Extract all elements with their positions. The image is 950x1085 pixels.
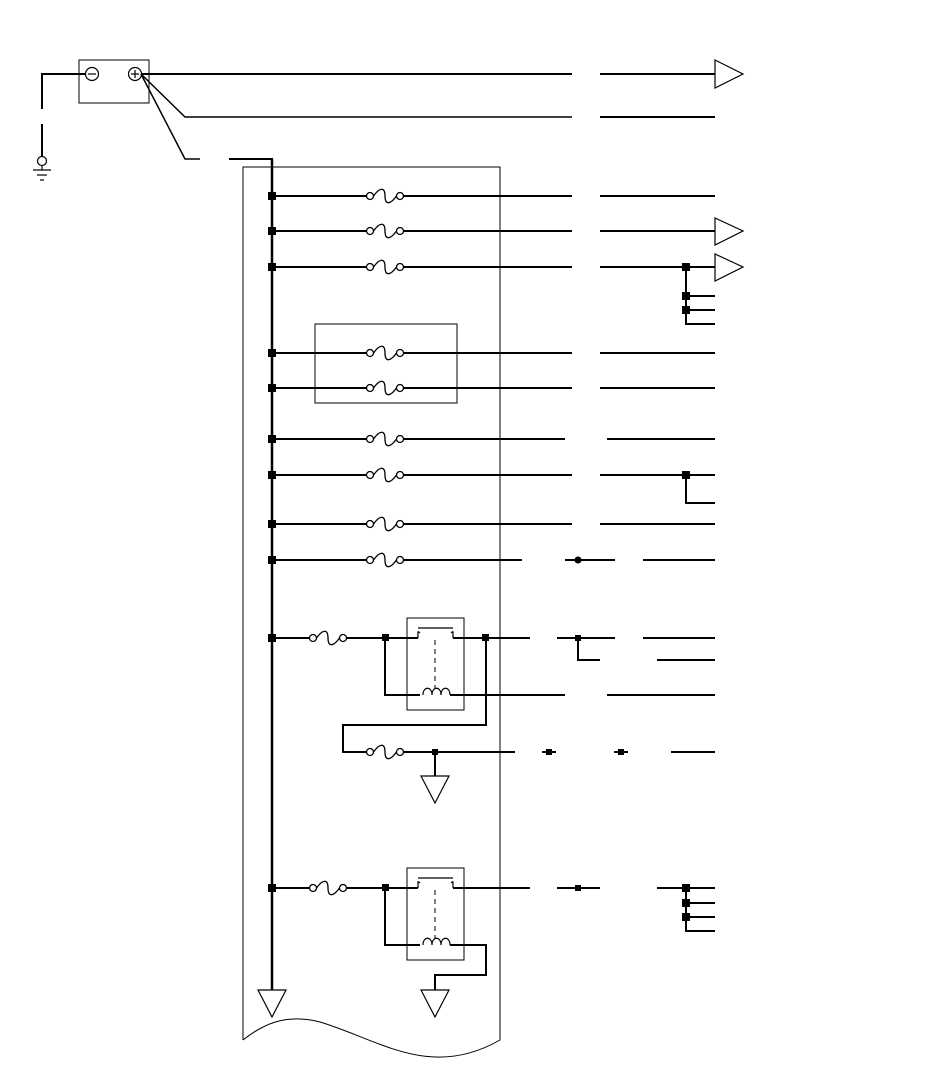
relay-circuit <box>268 867 715 1019</box>
branch-arrow-icon <box>714 253 745 282</box>
fuse-icon <box>365 259 405 275</box>
fused-circuit <box>268 467 715 504</box>
battery <box>78 59 150 104</box>
chassis-ground-icon <box>33 155 51 181</box>
fuse-icon <box>365 380 405 396</box>
feed-wire-3 <box>140 73 200 160</box>
fuse-icon <box>365 516 405 532</box>
battery-case <box>78 59 150 104</box>
fuse-icon <box>365 744 405 760</box>
branch-arrow-icon <box>714 59 745 89</box>
fuse-icon <box>365 467 405 483</box>
relay-circuit <box>268 617 715 805</box>
fuse-box-outline <box>242 166 501 1058</box>
relay-icon <box>406 867 465 961</box>
battery-negative-terminal-icon <box>84 66 100 82</box>
fused-circuit <box>268 253 745 325</box>
relay-icon <box>406 617 465 711</box>
fuse-icon <box>308 630 348 646</box>
ground-triangle-icon <box>420 775 450 805</box>
fuse-icon <box>365 223 405 239</box>
branch-arrow-icon <box>714 217 745 246</box>
fused-circuit <box>268 431 715 447</box>
fuse-icon <box>308 880 348 896</box>
fuse-icon <box>365 552 405 568</box>
fused-circuit <box>268 380 715 396</box>
fuse-box-feed-wire <box>229 158 273 163</box>
battery-positive-terminal-icon <box>127 66 143 82</box>
fused-circuit <box>268 516 715 532</box>
fused-circuit <box>268 345 715 361</box>
fuse-icon <box>365 188 405 204</box>
feed-wire-2 <box>140 73 572 118</box>
ground-triangle-icon <box>420 989 450 1019</box>
bus-ground-triangle-icon <box>257 989 287 1019</box>
fuse-icon <box>365 431 405 447</box>
fuse-sub-box <box>314 323 458 404</box>
battery-positive-feeds <box>140 73 715 163</box>
fused-circuit <box>268 188 715 204</box>
fuse-icon <box>365 345 405 361</box>
battery-ground-wire <box>41 73 86 156</box>
fused-circuit <box>268 552 715 568</box>
fused-circuit <box>268 217 745 246</box>
